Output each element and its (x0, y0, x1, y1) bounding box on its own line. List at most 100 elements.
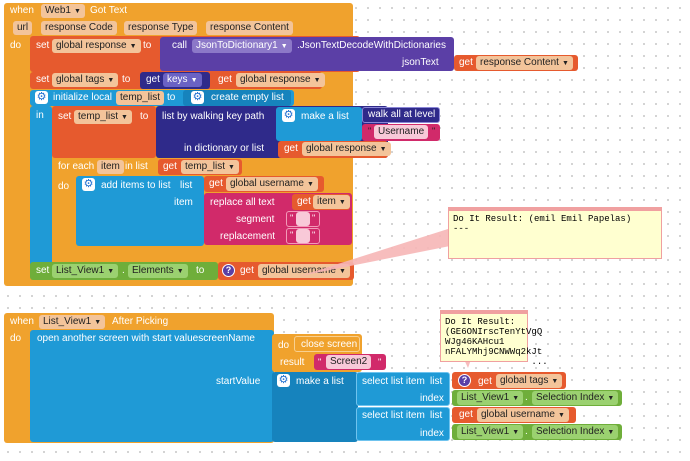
in-label: in (36, 110, 44, 121)
keys-dropdown[interactable]: keys▼ (163, 73, 202, 87)
comment-bubble-do-it-result[interactable]: Do It Result: (emil Emil Papelas) --- (448, 207, 662, 259)
dot-separator: . (525, 426, 528, 437)
var-dropdown-global-response[interactable]: global response▼ (52, 39, 141, 53)
close-screen-block[interactable] (294, 336, 360, 352)
question-mark-icon[interactable]: ? (458, 374, 471, 387)
comment-bubble-do-it-result-2[interactable]: Do It Result: (GE6ONIrscTenYtVgQ WJg46KA… (440, 310, 548, 367)
make-a-list-label: make a list (301, 111, 349, 122)
var-dropdown-global-response[interactable]: global response▼ (236, 73, 325, 87)
select-list-item-label: select list item (362, 376, 425, 387)
to-label: to (143, 40, 152, 51)
json-method-name: .JsonTextDecodeWithDictionaries (297, 40, 446, 51)
index-socket-label: index (420, 393, 444, 404)
list-by-walking-label: list by walking key path (162, 111, 265, 122)
var-dropdown-global-username[interactable]: global username▼ (477, 408, 569, 422)
add-items-label: add items to list (101, 180, 171, 191)
param-response-type[interactable]: response Type (124, 21, 198, 35)
quote-open-icon: " (368, 126, 372, 136)
gear-icon[interactable]: ⚙ (277, 374, 290, 387)
var-dropdown-global-tags[interactable]: global tags▼ (496, 374, 563, 388)
in-list-label: in list (125, 161, 148, 172)
gear-icon[interactable]: ⚙ (282, 109, 295, 122)
var-name: global username (262, 265, 336, 276)
for-each-do-arm (52, 176, 76, 254)
component-dropdown-list-view1[interactable]: List_View1▼ (39, 315, 106, 329)
component-name: List_View1 (461, 426, 510, 437)
var-dropdown-item[interactable]: item▼ (313, 195, 350, 209)
text-value-username[interactable]: Username (374, 125, 429, 139)
var-name: response Content (480, 57, 559, 68)
component-dropdown-list-view1[interactable]: List_View1▼ (457, 391, 524, 405)
result-label: result (280, 357, 305, 368)
component-dropdown-list-view1[interactable]: List_View1▼ (52, 264, 119, 278)
param-response-code[interactable]: response Code (41, 21, 117, 35)
property-dropdown-selection-index[interactable]: Selection Index▼ (532, 425, 619, 439)
text-value-segment[interactable] (296, 212, 310, 226)
property-name: Elements (132, 265, 174, 276)
gear-icon[interactable]: ⚙ (191, 91, 204, 104)
var-dropdown-temp-list[interactable]: temp_list▼ (74, 110, 132, 124)
var-dropdown-temp-list[interactable]: temp_list▼ (181, 160, 239, 174)
question-mark-icon[interactable]: ? (222, 264, 235, 277)
var-dropdown-global-tags[interactable]: global tags▼ (52, 73, 119, 87)
param-url[interactable]: url (13, 21, 33, 35)
do-label: do (10, 40, 22, 51)
open-screen-body[interactable] (30, 330, 274, 442)
event-name: After Picking (112, 316, 169, 327)
make-a-list-label: make a list (296, 376, 344, 387)
json-component-dropdown[interactable]: JsonToDictionary1▼ (192, 39, 292, 53)
local-var-name-temp-list[interactable]: temp_list (116, 91, 165, 105)
var-dropdown-global-response[interactable]: global response▼ (302, 142, 391, 156)
component-name: List_View1 (461, 392, 510, 403)
component-dropdown-list-view1[interactable]: List_View1▼ (457, 425, 524, 439)
dropdown-arrow-icon: ▼ (121, 114, 128, 121)
gear-icon[interactable]: ⚙ (35, 91, 48, 104)
json-text-label: jsonText (402, 57, 439, 68)
dropdown-arrow-icon: ▼ (561, 60, 569, 67)
property-dropdown-selection-index[interactable]: Selection Index▼ (532, 391, 619, 405)
dropdown-arrow-icon: ▼ (176, 268, 184, 275)
var-name: global response (306, 143, 377, 154)
quote-close-icon: " (312, 230, 316, 240)
get-label: get (146, 74, 160, 85)
replacement-label: replacement (220, 231, 276, 242)
gear-icon[interactable]: ⚙ (82, 178, 95, 191)
dropdown-arrow-icon: ▼ (551, 378, 559, 385)
in-statement-body (30, 106, 52, 276)
var-name: item (317, 196, 336, 207)
to-label: to (167, 92, 176, 103)
var-name: global tags (56, 74, 105, 85)
property-dropdown-elements[interactable]: Elements▼ (128, 264, 188, 278)
text-value-replacement[interactable] (296, 229, 310, 243)
property-name: Selection Index (536, 426, 605, 437)
index-socket-label: index (420, 428, 444, 439)
walk-all-label: walk all at level (368, 109, 436, 120)
var-dropdown-global-username[interactable]: global username▼ (226, 177, 318, 191)
dropdown-arrow-icon: ▼ (512, 429, 520, 436)
dropdown-arrow-icon: ▼ (228, 164, 235, 171)
dropdown-arrow-icon: ▼ (557, 412, 565, 419)
dropdown-arrow-icon: ▼ (306, 181, 314, 188)
do-label: do (278, 340, 290, 351)
component-dropdown-web1[interactable]: Web1▼ (41, 4, 85, 18)
param-response-content[interactable]: response Content (206, 21, 293, 35)
dropdown-arrow-icon: ▼ (94, 319, 102, 326)
walk-all-at-level-block[interactable] (362, 107, 440, 123)
select-list-item-block-2[interactable] (356, 407, 450, 441)
quote-close-icon: " (432, 126, 436, 136)
do-label: do (10, 333, 22, 344)
create-empty-list-block[interactable] (183, 90, 291, 106)
dropdown-arrow-icon: ▼ (73, 8, 81, 15)
quote-close-icon: " (312, 213, 316, 223)
dropdown-arrow-icon: ▼ (280, 43, 288, 50)
dropdown-arrow-icon: ▼ (107, 268, 115, 275)
list-socket-label: list (430, 376, 443, 387)
text-value-screen2[interactable]: Screen2 (326, 355, 372, 369)
var-dropdown-response-content[interactable]: response Content▼ (476, 56, 573, 70)
var-name: global tags (500, 375, 549, 386)
get-label: get (163, 161, 177, 172)
select-list-item-block-1[interactable] (356, 372, 450, 406)
loop-var-item[interactable]: item (97, 160, 124, 174)
call-label: call (172, 40, 188, 51)
add-items-body[interactable] (76, 176, 204, 246)
